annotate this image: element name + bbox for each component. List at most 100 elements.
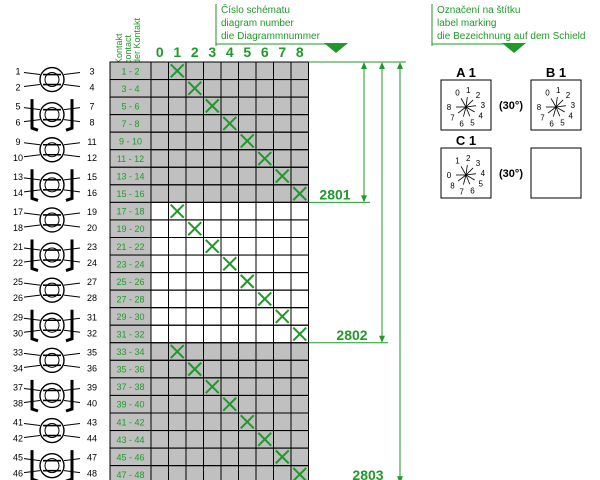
table-row: 31 - 32 bbox=[109, 324, 309, 344]
contact-lead bbox=[63, 435, 81, 439]
x-mark-stroke bbox=[257, 432, 272, 447]
label-digit: 3 bbox=[571, 101, 576, 110]
table-row: 9 - 10 bbox=[109, 131, 309, 151]
x-mark bbox=[205, 98, 220, 114]
contact-number: 11 bbox=[87, 137, 96, 147]
contact-number: 36 bbox=[87, 363, 97, 373]
contact-lead bbox=[63, 423, 81, 427]
contact-number: 47 bbox=[87, 453, 97, 463]
row-contact-label: 3 - 4 bbox=[121, 84, 139, 94]
x-mark bbox=[240, 133, 255, 149]
x-mark bbox=[275, 168, 290, 184]
label-ray bbox=[465, 97, 468, 108]
x-mark bbox=[257, 432, 272, 447]
label-digit: 6 bbox=[549, 119, 554, 128]
row-contact-label: 43 - 44 bbox=[116, 435, 144, 445]
contact-header: Kontakt contact der Kontakt bbox=[114, 17, 142, 64]
contact-lead bbox=[23, 294, 41, 298]
contact-lead bbox=[63, 212, 81, 216]
contact-number: 17 bbox=[13, 207, 23, 217]
label-digit: 5 bbox=[470, 119, 475, 128]
contact-number: 12 bbox=[87, 153, 97, 163]
x-mark bbox=[187, 221, 202, 236]
row-contact-label: 1 - 2 bbox=[121, 66, 139, 76]
contact-lead bbox=[23, 72, 41, 76]
diagram-number: 2803 bbox=[352, 467, 383, 480]
table-row: 29 - 30 bbox=[109, 307, 309, 326]
contact-number: 3 bbox=[89, 67, 94, 77]
contact-number: 14 bbox=[13, 188, 23, 198]
label-ray bbox=[457, 174, 467, 182]
label-digit: 2 bbox=[466, 154, 471, 163]
label-ray bbox=[465, 174, 471, 185]
position-number: 2 bbox=[191, 44, 199, 60]
contact-inner bbox=[44, 247, 60, 263]
diagram-header-line-1: Číslo schématu bbox=[221, 3, 290, 16]
contact-body bbox=[39, 452, 65, 479]
label-ray bbox=[465, 173, 476, 176]
position-number: 3 bbox=[208, 44, 216, 60]
x-mark-stroke bbox=[257, 151, 272, 166]
contact-number: 9 bbox=[15, 137, 20, 147]
table-row: 3 - 4 bbox=[109, 79, 309, 98]
contact-number: 4 bbox=[89, 83, 94, 93]
contact-header-line-1: Kontakt bbox=[114, 33, 124, 64]
x-mark bbox=[205, 379, 220, 394]
row-contact-label: 23 - 24 bbox=[116, 259, 144, 269]
label-ray bbox=[553, 106, 557, 117]
contact-body bbox=[39, 207, 65, 233]
row-contact-label: 29 - 30 bbox=[116, 312, 144, 322]
label-header-arrow bbox=[502, 43, 526, 53]
contact-lead bbox=[63, 352, 81, 356]
diagram-bracket: 2803 bbox=[308, 61, 406, 480]
label-box bbox=[530, 147, 582, 199]
label-digit: 4 bbox=[568, 112, 573, 121]
table-row: 37 - 38 bbox=[109, 377, 309, 396]
label-ray bbox=[465, 105, 476, 108]
label-angle: (30°) bbox=[499, 100, 523, 112]
contact-body bbox=[39, 417, 65, 444]
x-mark bbox=[257, 291, 272, 307]
x-mark bbox=[292, 326, 307, 342]
contact-link bbox=[30, 99, 39, 132]
x-mark-stroke bbox=[292, 186, 307, 201]
label-digit: 1 bbox=[455, 156, 460, 165]
position-number: 8 bbox=[296, 44, 304, 60]
contact-number: 13 bbox=[13, 172, 23, 182]
table-row: 11 - 12 bbox=[109, 149, 309, 168]
contact-number: 42 bbox=[13, 434, 23, 444]
contact-number: 31 bbox=[87, 312, 97, 322]
contact-number: 19 bbox=[87, 207, 97, 217]
contact-lead bbox=[23, 423, 41, 427]
x-mark bbox=[187, 81, 202, 96]
contact-number: 32 bbox=[87, 328, 97, 338]
x-mark-stroke bbox=[292, 326, 307, 342]
diagram-number-header: Číslo schématu diagram number die Diagra… bbox=[215, 3, 348, 53]
contact-number: 26 bbox=[13, 293, 23, 303]
x-mark-stroke bbox=[205, 239, 220, 254]
contact-link bbox=[65, 169, 74, 202]
contact-number: 16 bbox=[87, 188, 97, 198]
row-contact-label: 9 - 10 bbox=[119, 136, 142, 146]
x-mark-stroke bbox=[240, 274, 255, 289]
contact-inner bbox=[44, 282, 60, 298]
contact-number: 45 bbox=[13, 453, 23, 463]
contact-inner bbox=[44, 142, 60, 158]
diagram-number: 2802 bbox=[336, 327, 367, 343]
diagram-header-line-3: die Diagrammnummer bbox=[221, 31, 321, 42]
row-contact-label: 45 - 46 bbox=[116, 452, 144, 462]
contact-number: 44 bbox=[87, 434, 97, 444]
contact-lead bbox=[63, 84, 81, 88]
contact-body bbox=[39, 172, 65, 198]
x-mark-stroke bbox=[170, 344, 185, 359]
